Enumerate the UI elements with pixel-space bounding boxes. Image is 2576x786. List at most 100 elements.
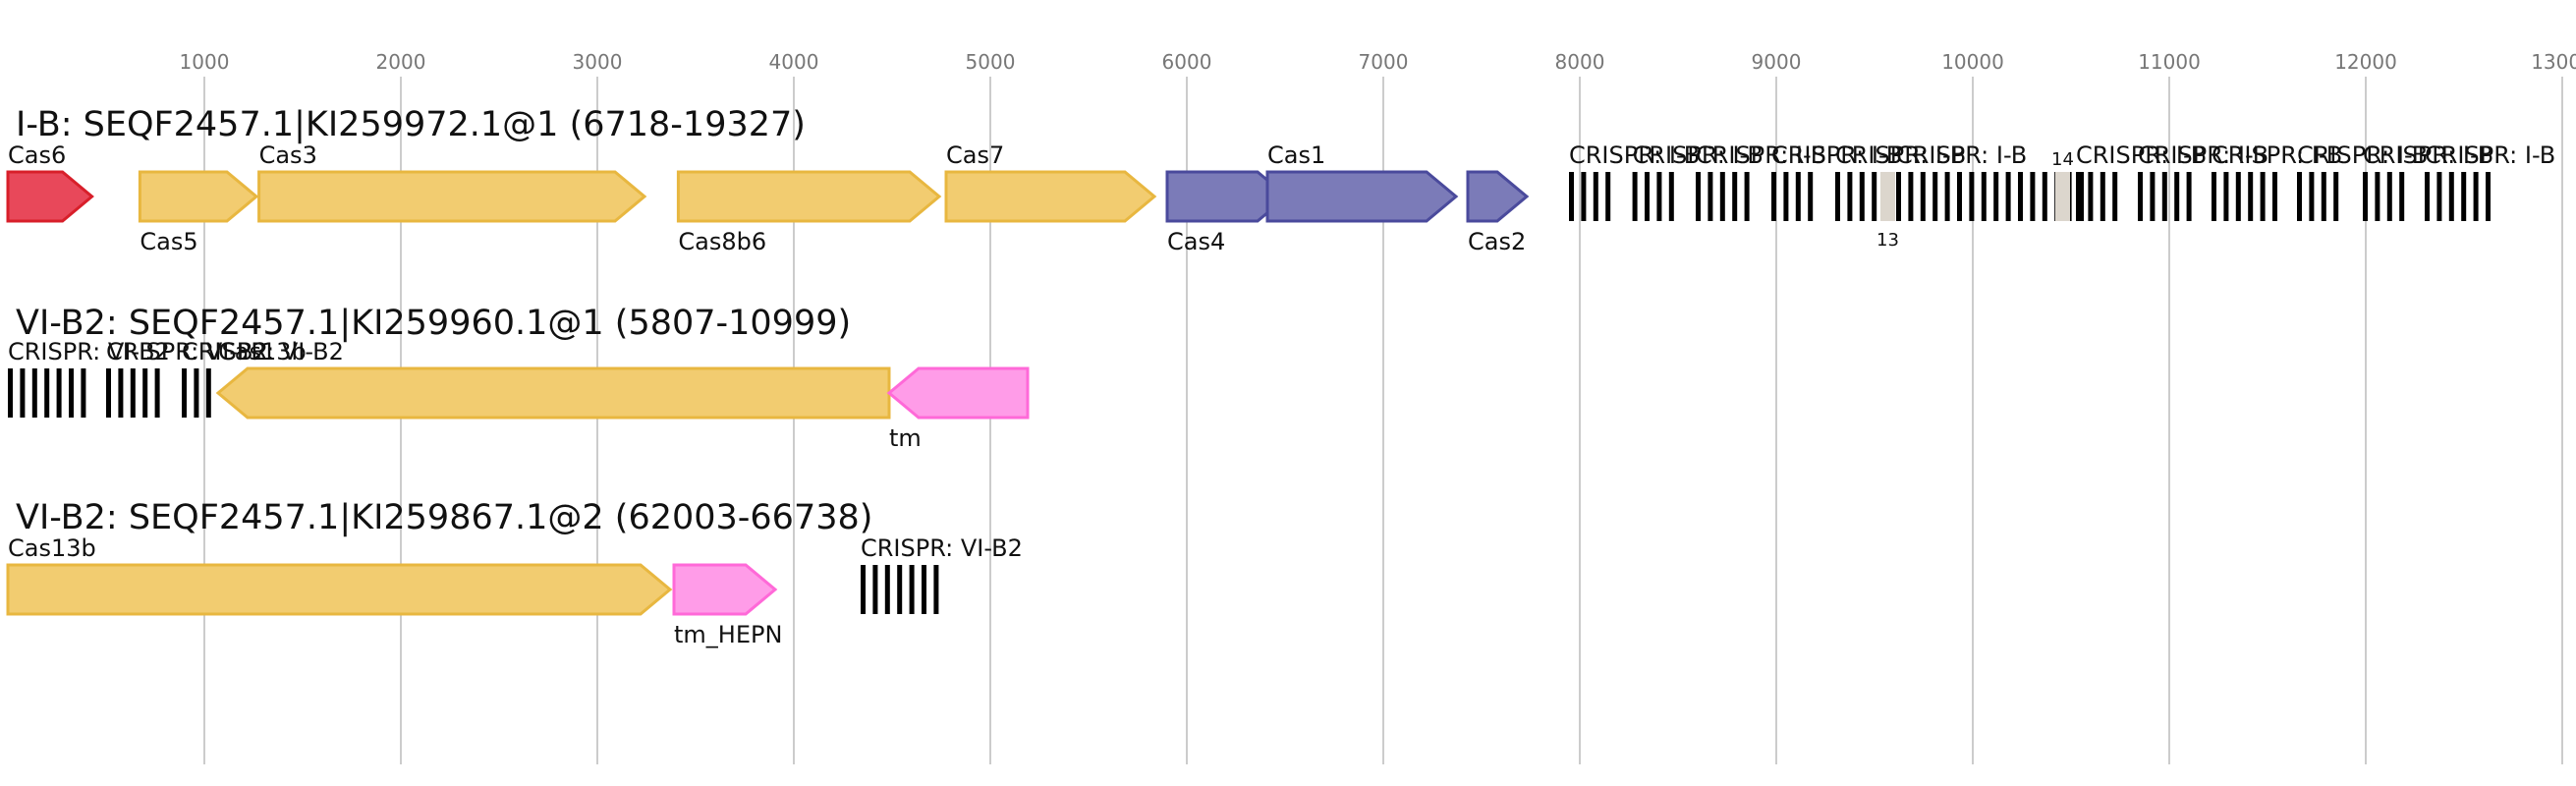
gene-label: Cas2 bbox=[1468, 228, 1526, 255]
crispr-label: CRISPR: I-B bbox=[1696, 141, 1826, 169]
axis-tick-label: 1000 bbox=[180, 50, 230, 74]
crispr-repeat bbox=[1808, 172, 1814, 221]
crispr-repeat bbox=[1783, 172, 1789, 221]
locus-title: I-B: SEQF2457.1|KI259972.1@1 (6718-19327… bbox=[16, 105, 806, 144]
gene-arrow bbox=[1265, 170, 1459, 223]
crispr-repeat bbox=[1771, 172, 1776, 221]
gene-label: tm bbox=[889, 424, 922, 452]
crispr-repeat bbox=[2088, 172, 2094, 221]
gene-arrow bbox=[1466, 170, 1530, 223]
crispr-label: CRISPR: VI-B2 bbox=[106, 338, 268, 365]
crispr-repeat bbox=[2100, 172, 2105, 221]
crispr-repeat bbox=[118, 368, 124, 418]
crispr-repeat bbox=[1872, 172, 1877, 221]
crispr-repeat bbox=[884, 565, 890, 614]
crispr-array: CRISPR: VI-B2 bbox=[861, 534, 1023, 614]
axis-tick-label: 9000 bbox=[1752, 50, 1802, 74]
gene-label: Cas1 bbox=[1267, 141, 1325, 169]
crispr-repeat bbox=[2150, 172, 2156, 221]
crispr-repeat bbox=[205, 368, 211, 418]
crispr-label: CRISPR: I-B bbox=[2212, 141, 2342, 169]
crispr-repeat bbox=[2030, 172, 2036, 221]
crispr-repeat bbox=[2321, 172, 2326, 221]
crispr-repeat bbox=[2248, 172, 2254, 221]
crispr-repeat bbox=[1719, 172, 1725, 221]
crispr-repeat bbox=[2297, 172, 2302, 221]
crispr-repeat bbox=[1645, 172, 1650, 221]
crispr-repeat bbox=[2161, 172, 2167, 221]
crispr-repeat bbox=[1656, 172, 1662, 221]
crispr-repeat bbox=[2309, 172, 2315, 221]
crispr-label: CRISPR: VI-B2 bbox=[861, 534, 1023, 562]
crispr-repeat bbox=[1708, 172, 1713, 221]
crispr-repeat bbox=[142, 368, 148, 418]
crispr-repeat bbox=[1920, 172, 1926, 221]
gene-label: tm_HEPN bbox=[674, 621, 782, 648]
crispr-repeat bbox=[2386, 172, 2392, 221]
crispr-repeat bbox=[2436, 172, 2442, 221]
crispr-array: CRISPR: I-B bbox=[2076, 141, 2207, 221]
crispr-label: CRISPR: VI-B2 bbox=[182, 338, 344, 365]
crispr-repeat bbox=[182, 368, 187, 418]
gene-label: Cas6 bbox=[8, 141, 66, 169]
crispr-repeat bbox=[1581, 172, 1587, 221]
crispr-label: CRISPR: I-B bbox=[1569, 141, 1700, 169]
crispr-repeat bbox=[2399, 172, 2405, 221]
crispr-repeat bbox=[872, 565, 878, 614]
axis-tick-label: 11000 bbox=[2138, 50, 2201, 74]
gene-arrow bbox=[676, 170, 942, 223]
crispr-repeat bbox=[81, 368, 86, 418]
crispr-label: CRISPR: I-B bbox=[1896, 141, 2027, 169]
crispr-repeat bbox=[2174, 172, 2180, 221]
crispr-repeat bbox=[2138, 172, 2143, 221]
crispr-repeat bbox=[922, 565, 926, 614]
gene-label: Cas13b bbox=[218, 338, 307, 365]
crispr-repeat bbox=[2333, 172, 2339, 221]
crispr-array: CRISPR: VI-B2 bbox=[106, 338, 268, 418]
crispr-array: CRISPR: I-B bbox=[1569, 141, 1700, 221]
crispr-repeat bbox=[106, 368, 111, 418]
crispr-repeat bbox=[2112, 172, 2118, 221]
crispr-repeat bbox=[1696, 172, 1701, 221]
crispr-repeat bbox=[2076, 172, 2081, 221]
crispr-repeat bbox=[1944, 172, 1950, 221]
crispr-repeat bbox=[2079, 172, 2084, 221]
axis-tick-label: 10000 bbox=[1941, 50, 2004, 74]
axis-tick-label: 6000 bbox=[1162, 50, 1212, 74]
crispr-repeat bbox=[897, 565, 903, 614]
crispr-repeat bbox=[2235, 172, 2241, 221]
crispr-repeat bbox=[1605, 172, 1611, 221]
crispr-label: CRISPR: VI-B2 bbox=[8, 338, 170, 365]
crispr-label: CRISPR: I-B bbox=[1633, 141, 1764, 169]
crispr-repeat bbox=[2461, 172, 2467, 221]
gene-arrow bbox=[672, 563, 778, 616]
crispr-repeat bbox=[1795, 172, 1801, 221]
locus-row: VI-B2: SEQF2457.1|KI259960.1@1 (5807-109… bbox=[8, 304, 1030, 452]
crispr-label: CRISPR: I-B bbox=[1835, 141, 1966, 169]
crispr-repeat bbox=[1969, 172, 1975, 221]
crispr-repeat bbox=[1859, 172, 1865, 221]
crispr-repeat bbox=[1668, 172, 1674, 221]
locus-row: VI-B2: SEQF2457.1|KI259867.1@2 (62003-66… bbox=[6, 498, 1023, 648]
crispr-repeat bbox=[2425, 172, 2430, 221]
crispr-array: CRISPR: VI-B2 bbox=[8, 338, 170, 418]
gene-arrow bbox=[6, 170, 94, 223]
crispr-repeat bbox=[933, 565, 939, 614]
crispr-repeat bbox=[1932, 172, 1938, 221]
axis-tick-label: 8000 bbox=[1555, 50, 1605, 74]
crispr-repeat bbox=[69, 368, 74, 418]
crispr-repeat bbox=[2363, 172, 2368, 221]
crispr-repeat bbox=[194, 368, 199, 418]
axis-tick-label: 4000 bbox=[769, 50, 819, 74]
locus-title: VI-B2: SEQF2457.1|KI259867.1@2 (62003-66… bbox=[16, 498, 872, 537]
gene-arrow bbox=[257, 170, 647, 223]
crispr-repeat bbox=[1569, 172, 1574, 221]
axis-tick-label: 2000 bbox=[376, 50, 426, 74]
crispr-label: CRISPR: I-B bbox=[2363, 141, 2493, 169]
crispr-repeat bbox=[1981, 172, 1987, 221]
gene-arrow bbox=[886, 366, 1030, 420]
crispr-repeat bbox=[44, 368, 50, 418]
crispr-repeat bbox=[2005, 172, 2011, 221]
